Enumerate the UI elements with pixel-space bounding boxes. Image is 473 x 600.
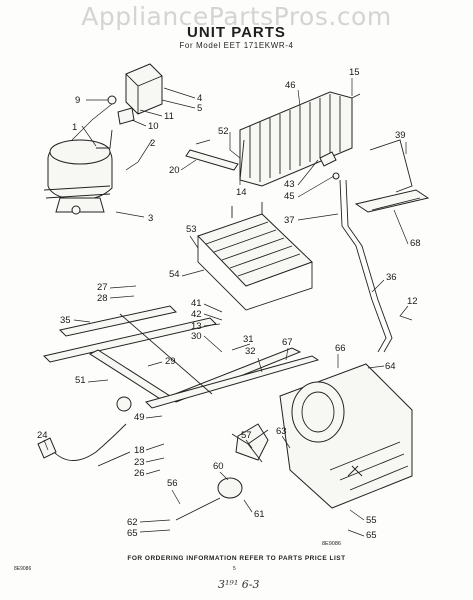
callout-65-left: 65 [127,528,138,539]
callout-57: 57 [241,430,252,441]
callout-66: 66 [335,343,346,354]
relay-bracket [71,63,163,141]
callout-55: 55 [366,515,377,526]
callout-23: 23 [134,457,145,468]
callout-36: 36 [386,272,397,283]
drawing-number: 8E9086 [322,541,341,547]
callout-11: 11 [164,111,174,122]
callout-18: 18 [134,445,145,456]
callout-54: 54 [169,269,180,280]
callout-27: 27 [97,282,108,293]
callout-31: 31 [243,334,254,345]
callout-49: 49 [134,412,145,423]
compressor [43,129,113,215]
evaporator [197,202,313,311]
callout-29: 29 [165,356,176,367]
callout-37: 37 [284,215,295,226]
callout-26: 26 [134,468,145,479]
callout-2: 2 [150,138,155,149]
fan-housing [279,363,413,509]
callout-4: 4 [197,93,202,104]
callout-24: 24 [37,430,48,441]
page-number: 5 [233,566,236,572]
callout-35: 35 [60,315,71,326]
callout-67: 67 [282,337,293,348]
callout-20: 20 [169,165,180,176]
callout-46: 46 [285,80,296,91]
handwritten-note: 3¹⁹¹ 6-3 [218,578,260,591]
callout-56: 56 [167,478,178,489]
callout-15: 15 [349,67,360,78]
callout-14: 14 [236,187,247,198]
callout-45: 45 [284,191,295,202]
callout-9: 9 [75,95,80,106]
callout-1: 1 [72,122,77,133]
leader-lines [43,78,413,537]
callout-64: 64 [385,361,396,372]
callout-43: 43 [284,179,295,190]
callout-51: 51 [75,375,86,386]
unit-frame [43,305,320,409]
wiring-harness [37,396,132,467]
callout-52: 52 [218,126,229,137]
callout-30: 30 [191,331,202,342]
callout-28: 28 [97,293,108,304]
callout-65-right: 65 [366,530,377,541]
callout-42: 42 [191,309,202,320]
diagram-title: UNIT PARTS [187,24,286,41]
callout-62: 62 [127,517,138,528]
condenser-coil [239,91,361,187]
callout-5: 5 [197,103,202,114]
callout-68: 68 [410,238,421,249]
model-line: For Model EET 171EKWR-4 [179,41,294,50]
callout-61: 61 [254,509,265,520]
callout-32: 32 [245,346,256,357]
callout-60: 60 [213,461,224,472]
callout-39: 39 [395,130,406,141]
callout-63: 63 [276,426,287,437]
callout-41: 41 [191,298,202,309]
sheet-code: 8E9086 [14,566,32,572]
callout-10: 10 [148,121,159,132]
watermark: AppliancePartsPros.com [81,2,392,31]
fan-motor [175,423,269,521]
callout-13: 13 [191,321,202,332]
callout-3: 3 [148,213,153,224]
ordering-info-note: FOR ORDERING INFORMATION REFER TO PARTS … [127,555,346,562]
callout-12: 12 [407,296,418,307]
callout-53: 53 [186,224,197,235]
